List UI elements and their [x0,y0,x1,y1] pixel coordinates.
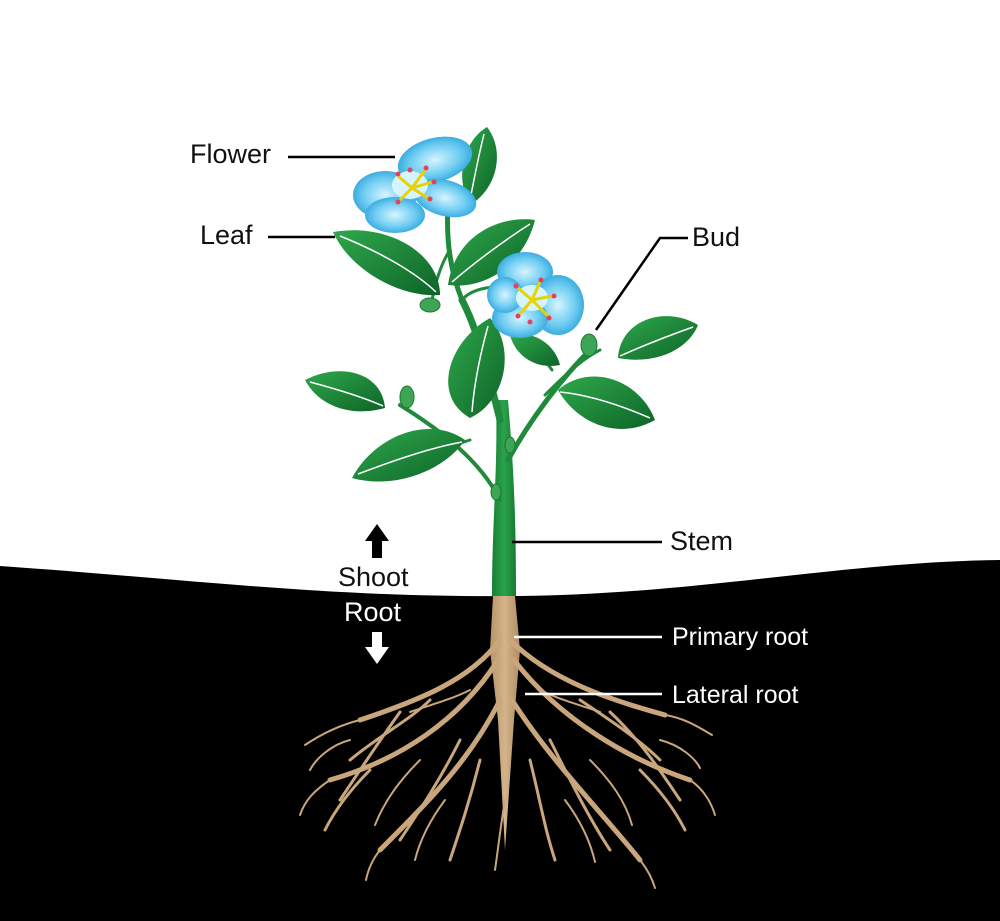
leaf-upper-middle [448,219,535,286]
leaf-near-stem-right [510,334,560,366]
leaf-left [305,371,385,412]
leaf-right-lower [558,376,655,429]
flower-middle [487,252,584,338]
label-root: Root [344,597,402,627]
leaf-center [448,318,505,418]
leaves [305,127,698,482]
label-shoot: Shoot [338,562,409,592]
bud-right [580,333,598,357]
bud-upper-left [419,297,441,313]
label-flower: Flower [190,139,271,169]
leaf-right-upper [618,316,698,360]
root-system [299,596,716,889]
label-leaf: Leaf [200,220,253,250]
leaf-lower-left [352,429,465,482]
leaf-upper-left [333,230,440,296]
leader-lines [268,155,688,696]
label-primary-root: Primary root [672,623,808,651]
flower-top [353,136,477,233]
buds [399,297,598,501]
label-lateral-root: Lateral root [672,681,799,709]
root-arrow-icon [365,632,389,664]
label-stem: Stem [670,526,733,556]
shoot-arrow-icon [365,524,389,558]
bud-stem-1 [504,436,516,454]
bud-stem-2 [490,483,502,501]
leader-bud [594,236,688,331]
label-bud: Bud [692,222,740,252]
bud-left [399,385,415,409]
